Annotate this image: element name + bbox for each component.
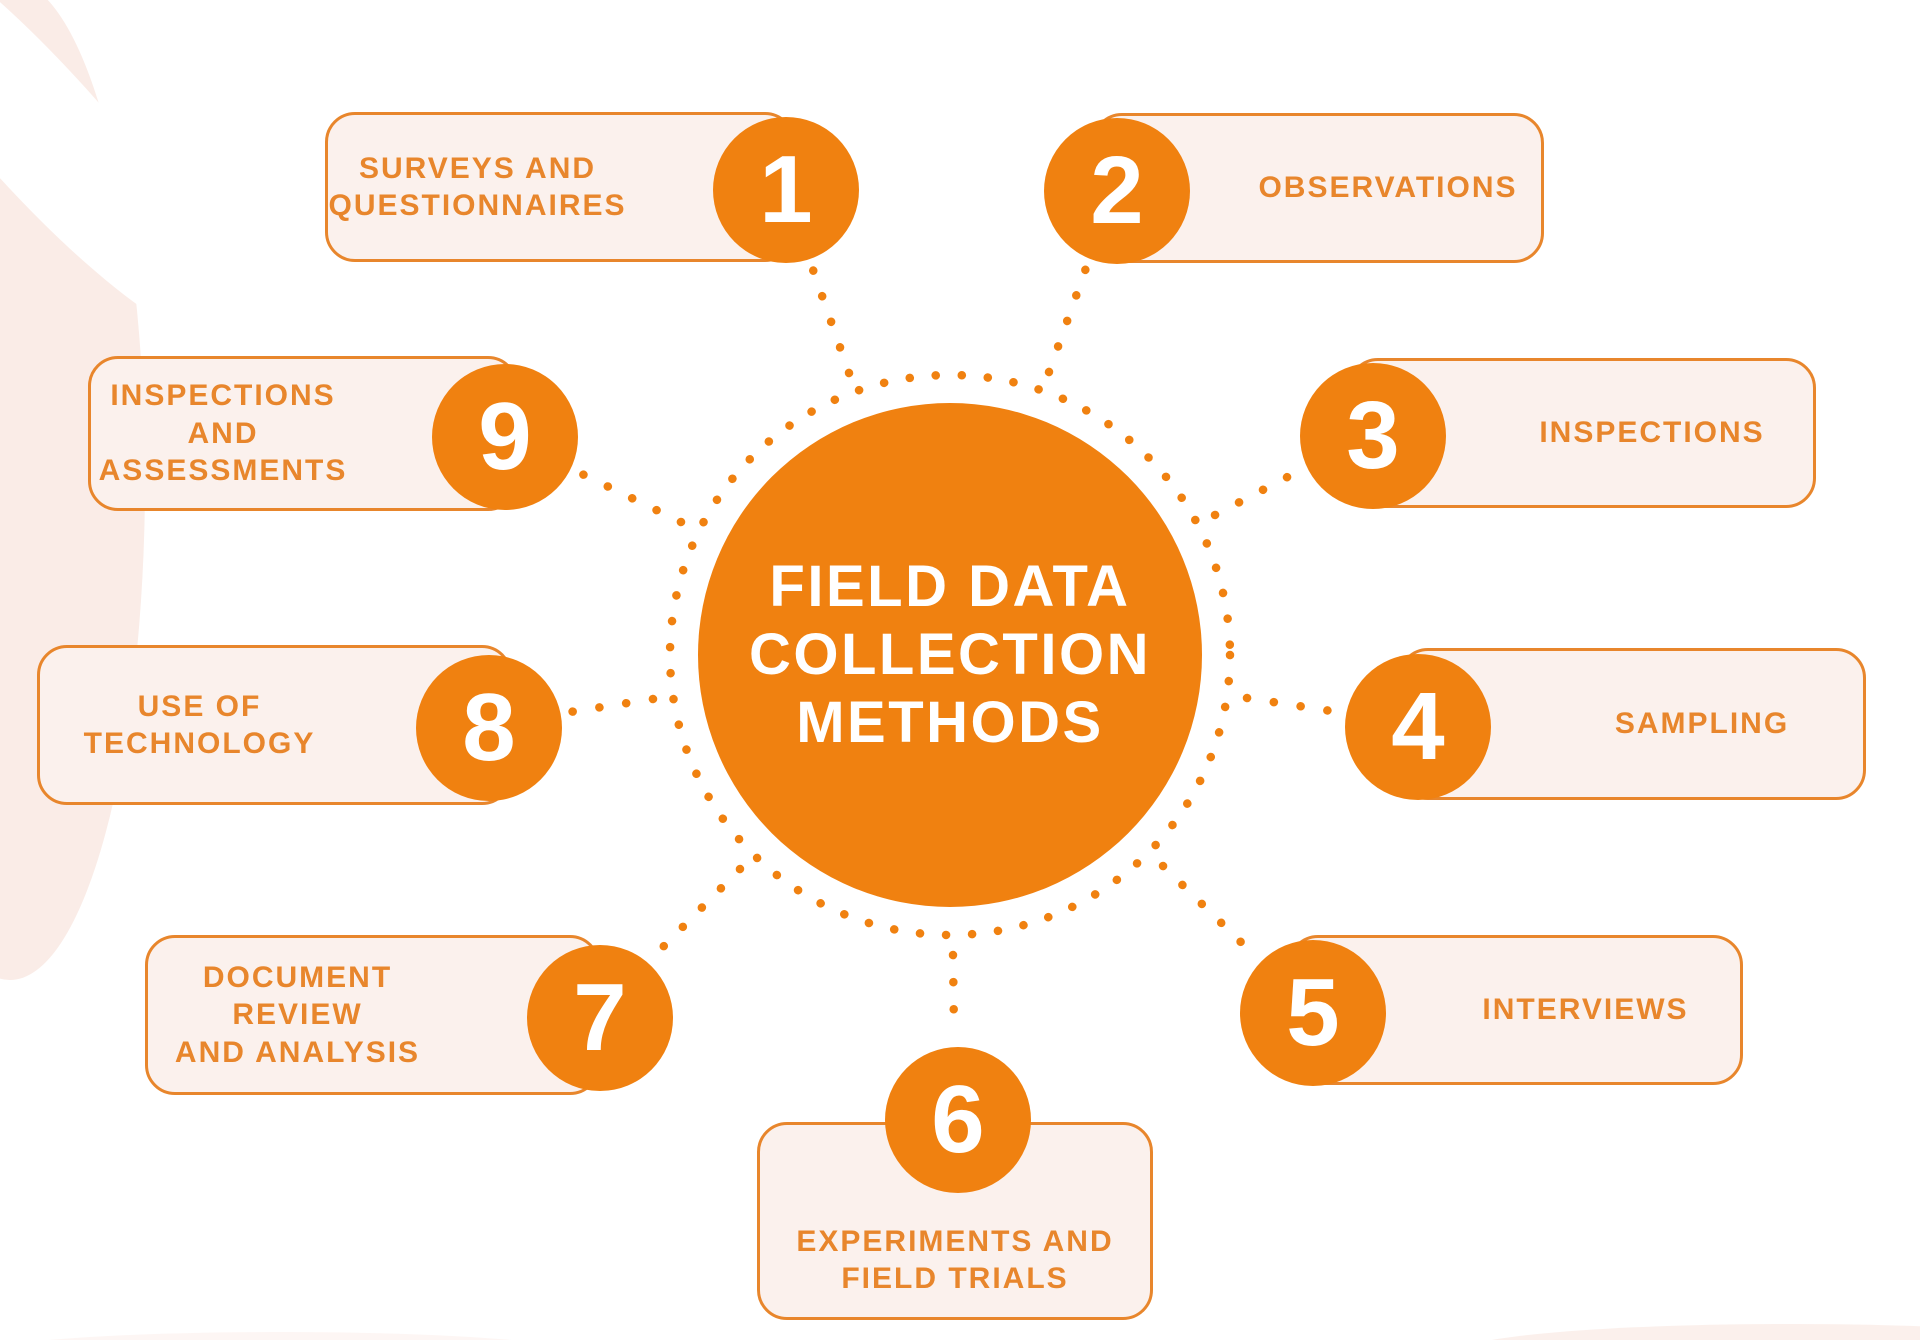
method-number-badge: 4 — [1345, 654, 1491, 800]
method-item-inspections-and-assessments: INSPECTIONS AND ASSESSMENTS 9 — [88, 356, 578, 511]
method-item-inspections: INSPECTIONS 3 — [1300, 358, 1816, 509]
method-label: EXPERIMENTS AND FIELD TRIALS — [796, 1224, 1114, 1296]
method-number-badge: 6 — [885, 1047, 1031, 1193]
method-number: 2 — [1090, 137, 1144, 244]
method-number-badge: 7 — [527, 945, 673, 1091]
method-item-experiments-and-field-trials: EXPERIMENTS AND FIELD TRIALS 6 — [757, 1047, 1153, 1320]
method-item-sampling: SAMPLING 4 — [1345, 648, 1866, 800]
method-number: 1 — [759, 136, 813, 243]
central-circle: FIELD DATA COLLECTION METHODS — [698, 403, 1202, 907]
central-title-line2: COLLECTION — [749, 622, 1151, 688]
method-item-interviews: INTERVIEWS 5 — [1240, 935, 1743, 1086]
central-title-line3: METHODS — [796, 689, 1104, 755]
method-number: 9 — [478, 383, 532, 490]
method-label: SURVEYS AND QUESTIONNAIRES — [328, 151, 627, 223]
method-label: SAMPLING — [1614, 707, 1790, 741]
method-item-use-of-technology: USE OF TECHNOLOGY 8 — [37, 645, 562, 805]
method-label: INTERVIEWS — [1482, 993, 1689, 1027]
dotted-connectors — [565, 262, 1336, 1037]
method-label: DOCUMENT REVIEW AND ANALYSIS — [174, 960, 421, 1069]
method-number-badge: 8 — [416, 655, 562, 801]
method-item-document-review-and-analysis: DOCUMENT REVIEW AND ANALYSIS 7 — [145, 935, 673, 1095]
method-number: 6 — [931, 1066, 985, 1173]
method-number: 3 — [1346, 382, 1400, 489]
central-title: FIELD DATA COLLECTION METHODS — [749, 553, 1151, 757]
central-title-line1: FIELD DATA — [769, 554, 1131, 620]
method-label: INSPECTIONS AND ASSESSMENTS — [98, 379, 348, 488]
method-number-badge: 1 — [713, 117, 859, 263]
method-item-surveys-and-questionnaires: SURVEYS AND QUESTIONNAIRES 1 — [325, 112, 859, 263]
method-number-badge: 2 — [1044, 118, 1190, 264]
method-number-badge: 5 — [1240, 940, 1386, 1086]
method-number: 8 — [462, 674, 516, 781]
method-label: INSPECTIONS — [1539, 416, 1765, 450]
method-number: 5 — [1286, 959, 1340, 1066]
method-item-observations: OBSERVATIONS 2 — [1044, 113, 1544, 264]
dotted-ring — [665, 370, 1235, 940]
method-number: 4 — [1391, 673, 1445, 780]
method-number-badge: 3 — [1300, 363, 1446, 509]
method-number: 7 — [573, 964, 627, 1071]
method-label: OBSERVATIONS — [1258, 171, 1518, 205]
method-label: USE OF TECHNOLOGY — [83, 689, 316, 761]
method-number-badge: 9 — [432, 364, 578, 510]
